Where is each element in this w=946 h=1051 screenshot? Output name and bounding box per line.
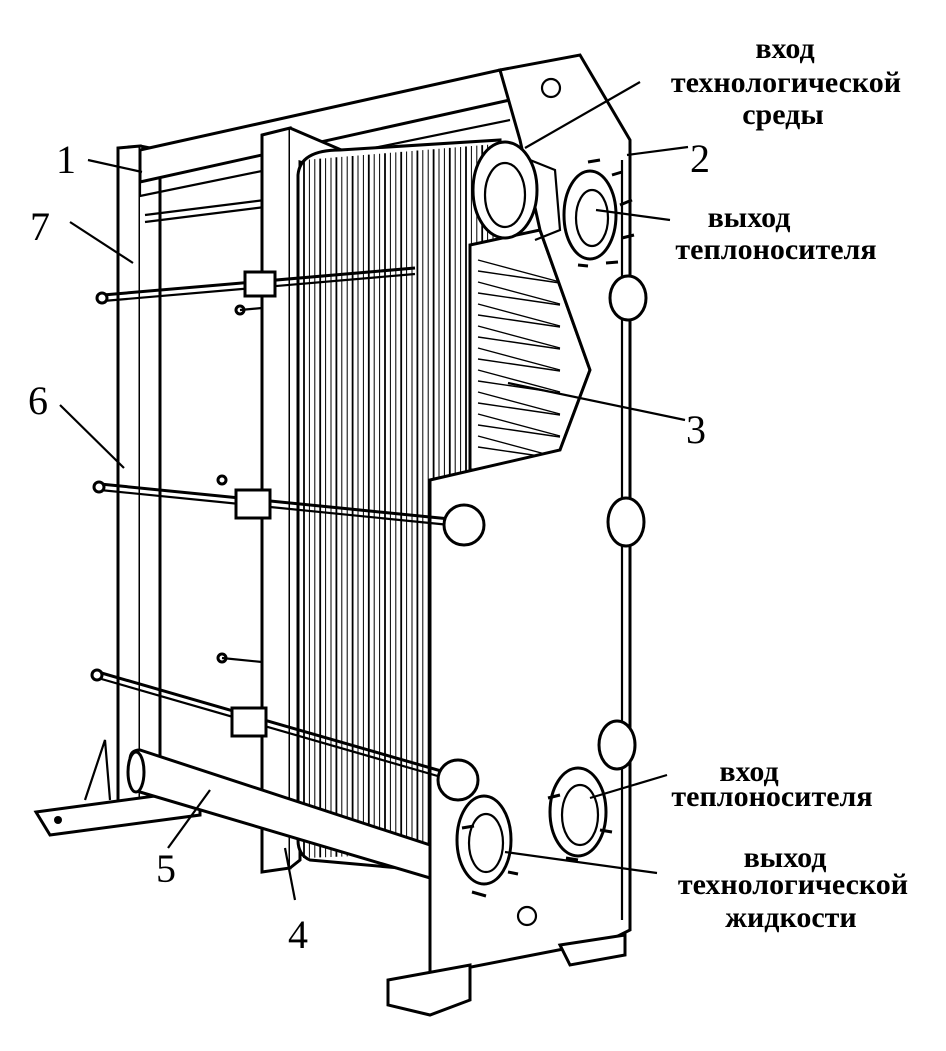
corrugation-line	[477, 292, 561, 306]
port-process-outlet	[455, 794, 519, 898]
label-process-inlet: вход технологической среды	[671, 32, 901, 131]
label-coolant-inlet-line2: теплоносителя	[671, 780, 872, 813]
corrugation-line	[477, 314, 561, 328]
clamp-heads	[597, 274, 648, 771]
port-coolant-inlet	[547, 766, 613, 862]
label-coolant-outlet: выход теплоносителя	[675, 201, 876, 266]
label-process-outlet-line1: выход	[744, 841, 827, 874]
tie-bolt-bottom	[90, 652, 480, 802]
label-process-outlet: выход технологической жидкости	[678, 841, 908, 934]
corrugation-line	[477, 413, 561, 437]
callout-1: 1	[56, 137, 76, 182]
label-process-outlet-line3: жидкости	[725, 901, 856, 934]
corrugation-line	[477, 424, 561, 438]
leader-lines	[59, 81, 689, 901]
corrugation-line	[477, 358, 561, 372]
label-coolant-inlet: вход теплоносителя	[671, 755, 872, 813]
port-process-inlet	[471, 140, 562, 242]
label-process-outlet-line2: технологической	[678, 868, 908, 901]
callout-5: 5	[156, 846, 176, 891]
corrugation-line	[477, 391, 561, 415]
corrugation-line	[477, 270, 561, 284]
corrugation-line	[477, 347, 561, 371]
callout-7: 7	[30, 204, 50, 249]
corrugation-line	[477, 369, 561, 393]
label-process-inlet-line3: среды	[742, 98, 824, 131]
callout-4: 4	[288, 912, 308, 957]
callout-2: 2	[690, 136, 710, 181]
corrugation-line	[477, 325, 561, 349]
label-coolant-outlet-line2: теплоносителя	[675, 233, 876, 266]
corrugation-line	[477, 259, 561, 283]
corrugation-line	[477, 303, 561, 327]
corrugation-line	[477, 402, 561, 416]
bottom-guide-bar	[126, 748, 432, 881]
label-process-inlet-line2: технологической	[671, 66, 901, 99]
port-coolant-outlet	[562, 158, 635, 268]
corrugation-line	[477, 336, 561, 350]
label-coolant-inlet-line1: вход	[719, 755, 778, 788]
callout-6: 6	[28, 378, 48, 423]
tie-bolt-middle	[92, 474, 486, 547]
label-coolant-outlet-line1: выход	[708, 201, 791, 234]
tie-bolt-top	[95, 266, 416, 316]
label-process-inlet-line1: вход	[755, 32, 814, 65]
callout-3: 3	[686, 407, 706, 452]
corrugation-line	[477, 281, 561, 305]
